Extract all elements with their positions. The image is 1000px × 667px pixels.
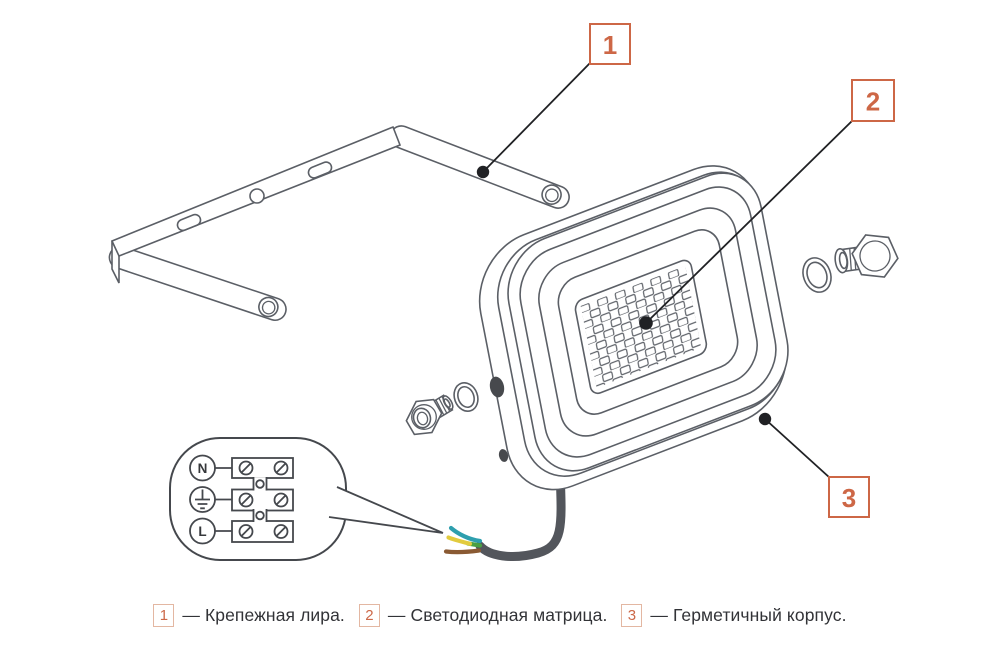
wire-neutral-blue (448, 525, 483, 544)
callout-box-3 (828, 476, 870, 518)
cable-gland-left (405, 382, 479, 436)
terminal-joint (255, 510, 265, 521)
cable-wires (443, 525, 483, 555)
wire-ground-yellow (446, 535, 473, 546)
callout-dot-2 (639, 316, 653, 330)
power-cable (475, 465, 566, 561)
caption-item-1: 1 — Крепежная лира. (153, 604, 345, 627)
terminal-joint (255, 479, 265, 489)
callout-num-2: 2 (866, 87, 880, 117)
housing-side-hole (489, 376, 505, 398)
caption-text-3: — Герметичный корпус. (650, 605, 847, 625)
callout-num-1: 1 (603, 30, 617, 60)
bracket-hole (249, 188, 265, 204)
callouts: 1 2 3 (476, 23, 895, 518)
ground-icon (195, 489, 210, 510)
terminal-neutral-label: N (198, 461, 208, 476)
caption-num-1: 1 (153, 604, 175, 627)
terminal-bubble: N L (169, 437, 444, 561)
terminal-screws (238, 460, 289, 539)
terminal-live-label: L (198, 524, 206, 539)
caption-text-1: — Крепежная лира. (182, 605, 345, 625)
caption-num-3: 3 (621, 604, 643, 627)
caption-item-3: 3 — Герметичный корпус. (621, 604, 846, 627)
o-ring (802, 257, 832, 293)
callout-num-3: 3 (842, 483, 856, 513)
wire-live-brown (443, 548, 482, 555)
callout-box-1 (589, 23, 631, 65)
caption-num-2: 2 (358, 604, 380, 627)
caption-item-2: 2 — Светодиодная матрица. (358, 604, 608, 627)
caption: 1 — Крепежная лира. 2 — Светодиодная мат… (0, 604, 1000, 627)
housing-side-hole (498, 449, 509, 462)
caption-text-2: — Светодиодная матрица. (387, 605, 608, 625)
floodlight-housing (470, 148, 799, 507)
o-ring (453, 382, 479, 412)
cable-gland-right (802, 234, 899, 293)
callout-dot-3 (758, 412, 772, 426)
callout-box-2 (851, 79, 895, 122)
callout-dot-1 (476, 165, 490, 179)
bracket-slot (176, 213, 202, 232)
